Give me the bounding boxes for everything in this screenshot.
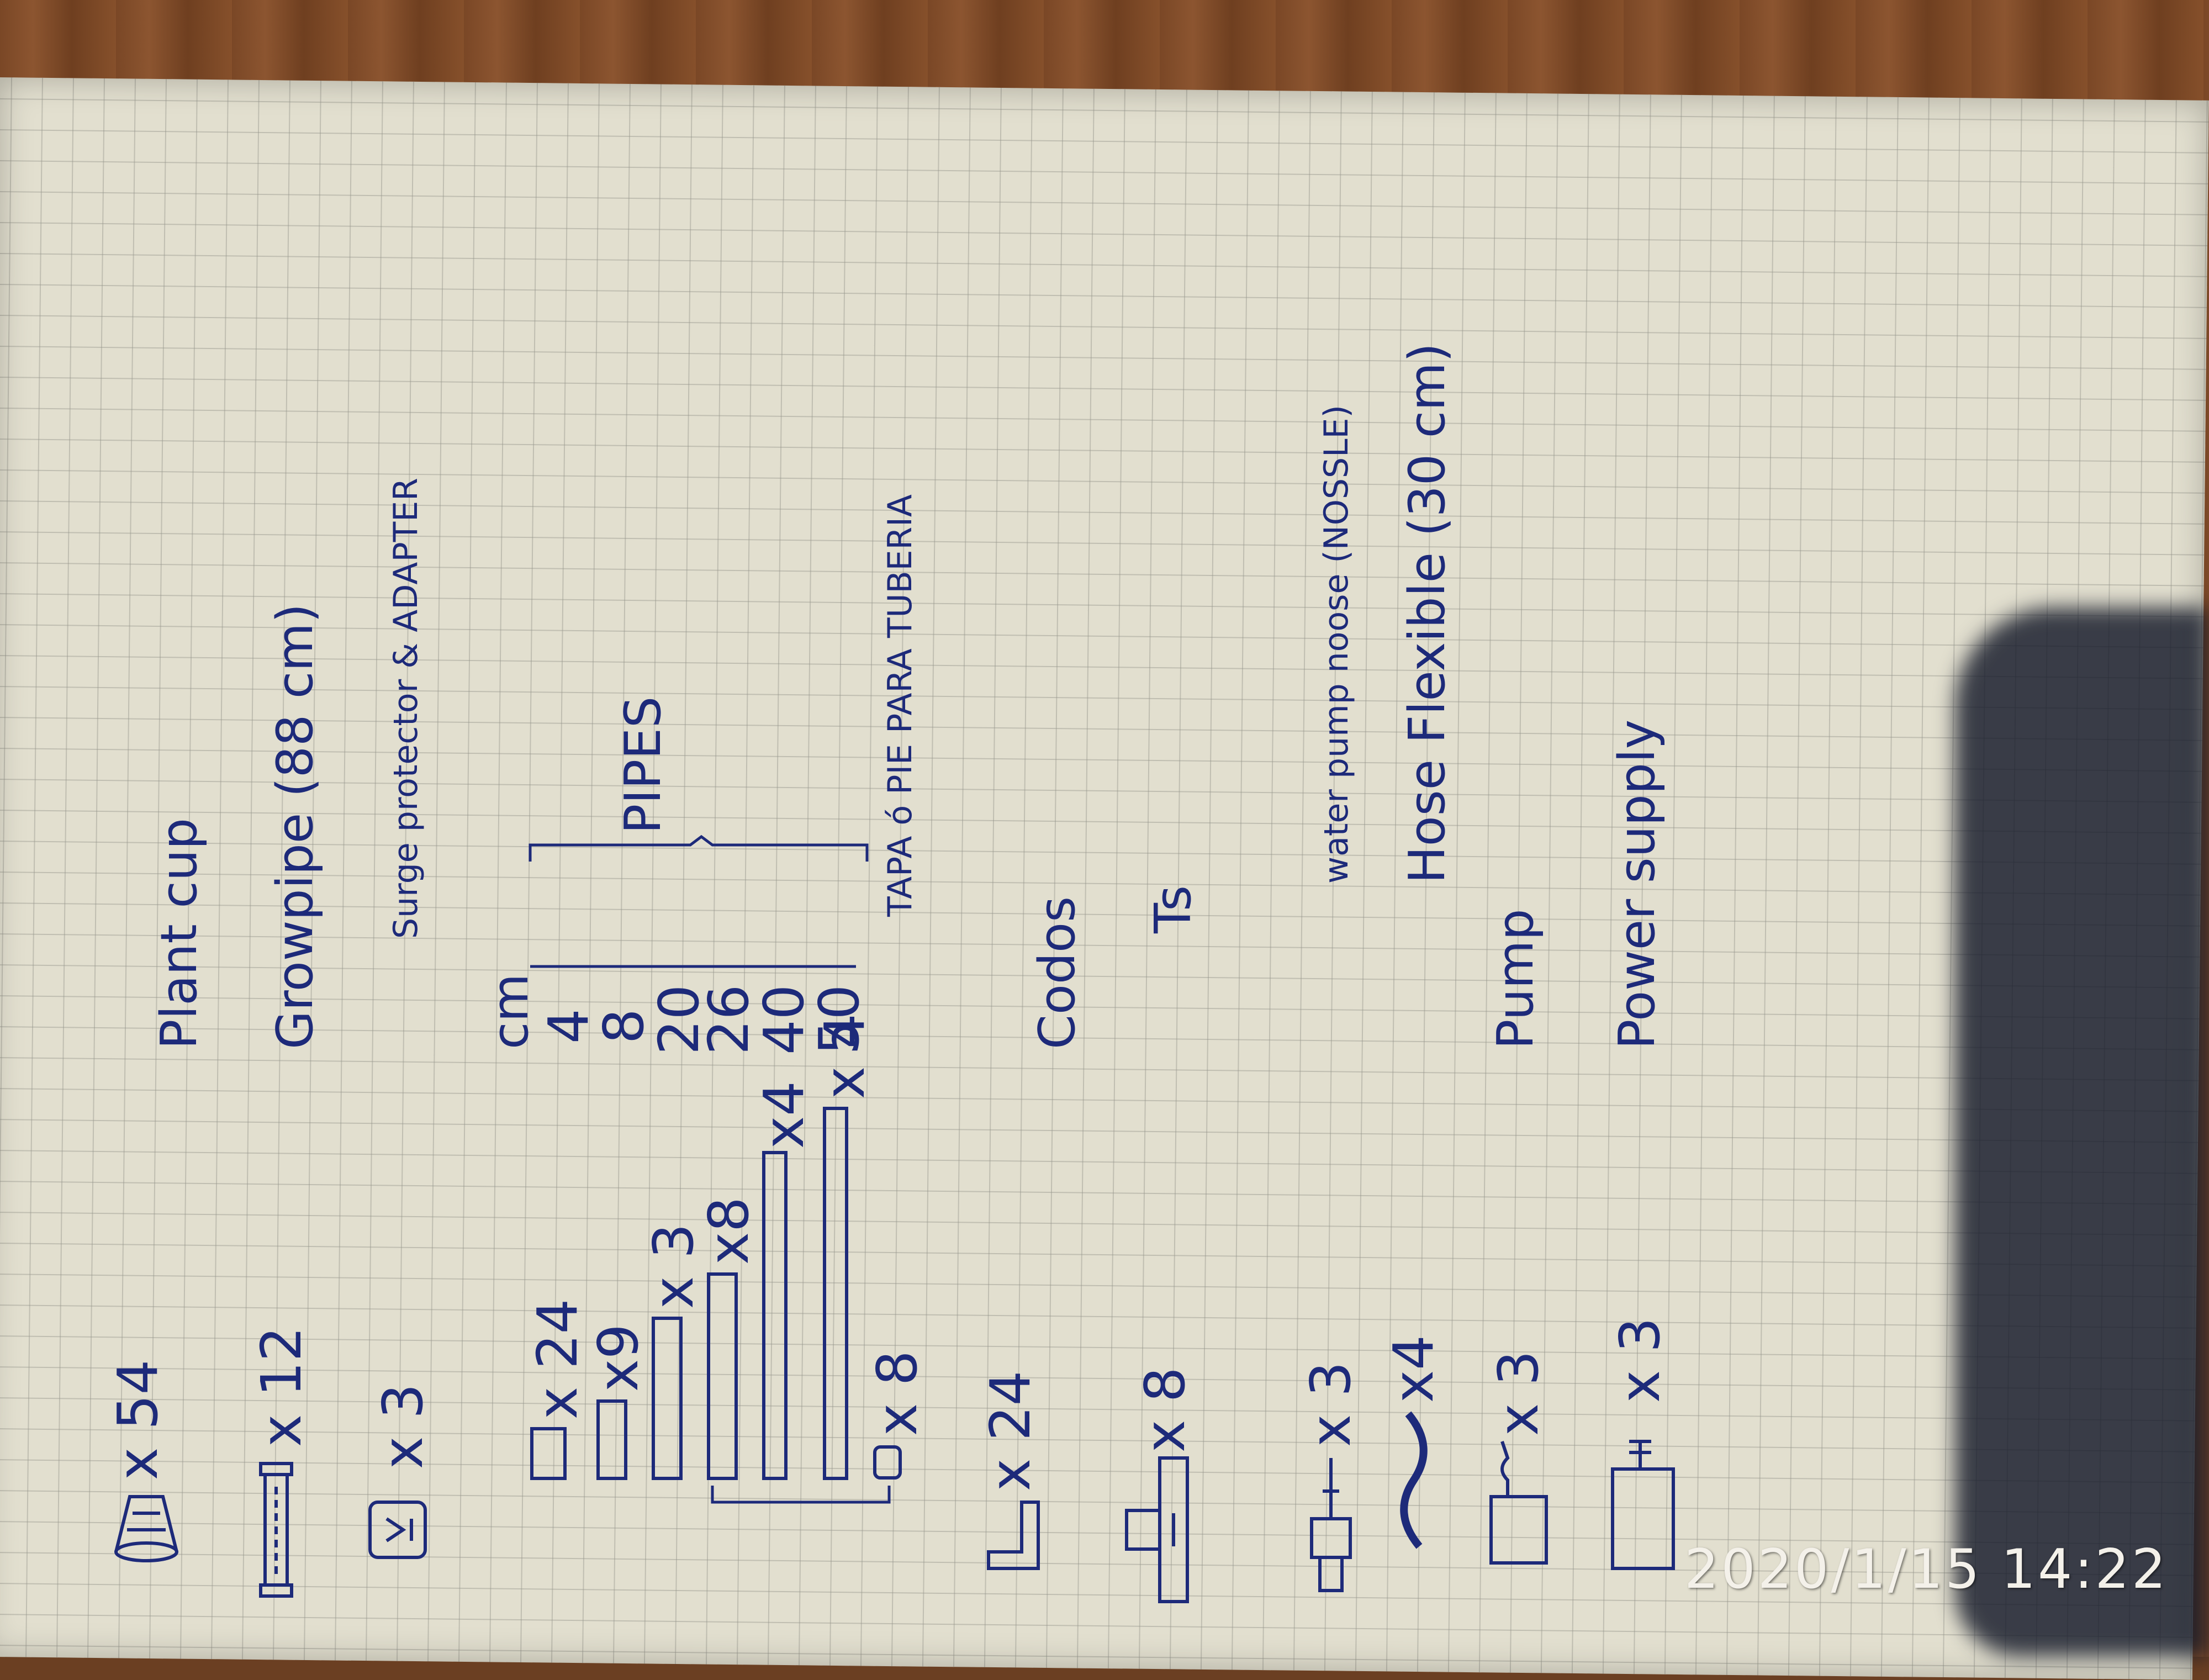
elbow-icon: [972, 1497, 1051, 1574]
surge-protector-icon: [364, 1497, 433, 1563]
pipe-20cm-icon: [652, 1314, 687, 1480]
growpipe-icon: [254, 1462, 300, 1598]
pipe-4cm-icon: [530, 1425, 571, 1480]
power-supply-notes: x 3 Power supply: [0, 77, 2132, 1635]
t-joint-icon: [1125, 1456, 1223, 1603]
pipe-26cm-icon: [707, 1270, 742, 1480]
item-label: Power supply: [1608, 719, 1666, 1049]
pipe-cap-icon: [873, 1441, 908, 1480]
pipe-50cm-icon: [823, 1105, 853, 1480]
item-qty: x 3: [1608, 1317, 1672, 1403]
hand-shadow: [1955, 607, 2209, 1657]
shopping-list-notes: x 54 Plant cup x 12 Growpipe (88 cm) x 3…: [0, 77, 2154, 1635]
photo-timestamp: 2020/1/15 14:22: [1684, 1538, 2169, 1601]
pipe-8cm-icon: [596, 1397, 632, 1480]
pipes-table-line: [530, 950, 864, 972]
pipe-40cm-icon: [762, 1149, 792, 1480]
power-supply-icon: [1607, 1430, 1687, 1570]
pipes-bracket: [711, 1475, 897, 1508]
pump-icon: [1480, 1441, 1554, 1565]
hose-icon: [1386, 1408, 1438, 1552]
plant-cup-icon: [105, 1486, 190, 1563]
nozzle-icon: [1298, 1458, 1361, 1592]
pipes-brace: [529, 834, 875, 867]
